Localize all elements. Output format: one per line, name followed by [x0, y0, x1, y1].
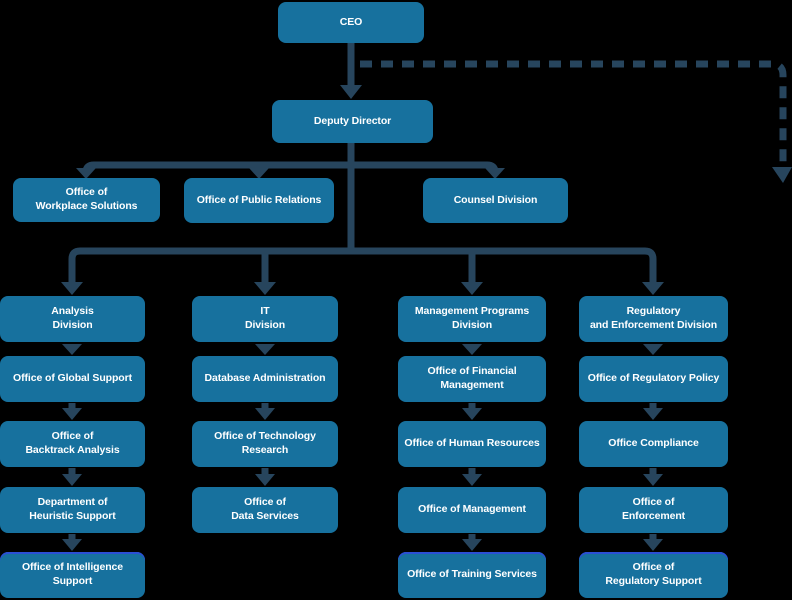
node-database-administration: Database Administration [192, 356, 338, 402]
arrowhead-down-icon [255, 408, 275, 420]
node-label: Office of Workplace Solutions [35, 186, 138, 212]
node-office-data-services: Office of Data Services [192, 487, 338, 533]
arrowhead-down-icon [462, 344, 482, 355]
node-office-regulatory-policy: Office of Regulatory Policy [579, 356, 728, 402]
arrowhead-down-icon [255, 344, 275, 355]
connector-dashed-ceo-right [360, 60, 787, 166]
arrowhead-down-icon [62, 344, 82, 355]
node-label: Counsel Division [453, 193, 538, 206]
arrowhead-down-icon [340, 85, 362, 99]
node-label: Office of Backtrack Analysis [25, 430, 120, 456]
node-deputy-director: Deputy Director [272, 100, 433, 143]
arrowhead-down-icon [643, 539, 663, 551]
node-office-compliance: Office Compliance [579, 421, 728, 467]
node-office-enforcement: Office of Enforcement [579, 487, 728, 533]
node-label: Office of Regulatory Policy [587, 372, 720, 385]
arrowhead-down-icon [643, 408, 663, 420]
node-office-intelligence-support: Office of Intelligence Support [0, 552, 145, 598]
arrowhead-down-icon [642, 282, 664, 295]
node-counsel-division: Counsel Division [423, 178, 568, 223]
node-label: Analysis Division [51, 305, 94, 331]
node-office-training-services: Office of Training Services [398, 552, 546, 598]
node-office-human-resources: Office of Human Resources [398, 421, 546, 467]
node-ceo: CEO [278, 2, 424, 43]
node-label: Department of Heuristic Support [29, 496, 116, 522]
connector-division-splitter [68, 247, 657, 284]
node-it-division: IT Division [192, 296, 338, 342]
arrowhead-down-icon [61, 282, 83, 295]
arrowhead-down-icon [255, 474, 275, 486]
node-management-programs-division: Management Programs Division [398, 296, 546, 342]
node-label: Office of Financial Management [427, 365, 517, 391]
node-label: Office of Public Relations [196, 193, 322, 206]
node-office-workplace-solutions: Office of Workplace Solutions [13, 178, 160, 222]
node-label: Office of Global Support [13, 372, 132, 385]
arrowhead-down-icon [643, 474, 663, 486]
arrowhead-down-icon [62, 539, 82, 551]
arrowhead-down-icon [462, 408, 482, 420]
node-label: IT Division [244, 305, 286, 331]
node-office-regulatory-support: Office of Regulatory Support [579, 552, 728, 598]
arrowhead-down-icon [76, 168, 96, 179]
node-label: Office of Enforcement [621, 496, 686, 522]
node-label: Database Administration [204, 372, 326, 385]
node-label: Deputy Director [313, 114, 392, 127]
connector-staff-splitter [82, 161, 499, 174]
arrowhead-down-icon [62, 408, 82, 420]
node-label: Office Compliance [608, 437, 699, 450]
node-department-heuristic-support: Department of Heuristic Support [0, 487, 145, 533]
node-office-global-support: Office of Global Support [0, 356, 145, 402]
node-label: Office of Training Services [407, 568, 537, 581]
node-label: Office of Regulatory Support [605, 561, 702, 587]
arrowhead-down-icon [62, 474, 82, 486]
arrowhead-down-icon [249, 168, 269, 179]
node-label: Management Programs Division [414, 305, 530, 331]
arrowhead-down-icon [485, 168, 505, 179]
node-regulatory-enforcement-division: Regulatory and Enforcement Division [579, 296, 728, 342]
node-label: CEO [339, 15, 363, 28]
node-label: Office of Intelligence Support [21, 561, 124, 587]
node-label: Office of Management [418, 503, 526, 516]
node-label: Office of Human Resources [404, 437, 540, 450]
arrowhead-down-icon [461, 282, 483, 295]
node-office-financial-management: Office of Financial Management [398, 356, 546, 402]
node-label: Regulatory and Enforcement Division [589, 305, 718, 331]
node-office-technology-research: Office of Technology Research [192, 421, 338, 467]
arrowhead-down-icon [462, 474, 482, 486]
arrowhead-down-icon [254, 282, 276, 295]
node-office-backtrack-analysis: Office of Backtrack Analysis [0, 421, 145, 467]
arrowhead-down-icon [643, 344, 663, 355]
node-office-management: Office of Management [398, 487, 546, 533]
arrowhead-down-icon [462, 539, 482, 551]
node-office-public-relations: Office of Public Relations [184, 178, 334, 223]
arrowhead-down-icon [772, 167, 792, 183]
node-label: Office of Data Services [231, 496, 299, 522]
node-label: Office of Technology Research [214, 430, 316, 456]
node-analysis-division: Analysis Division [0, 296, 145, 342]
